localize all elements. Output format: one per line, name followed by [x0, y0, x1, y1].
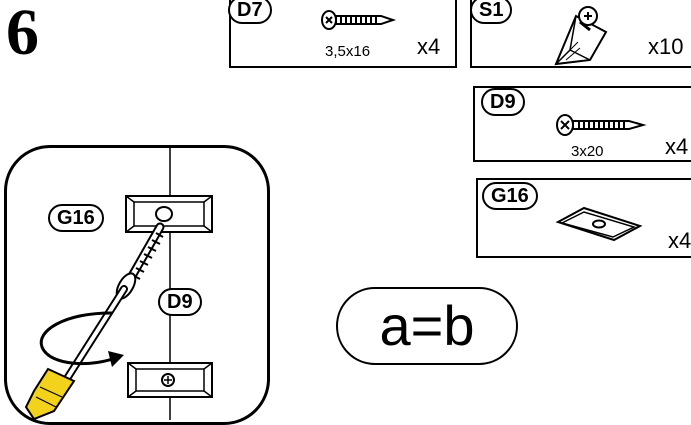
part-qty-s1: x10 — [648, 34, 684, 59]
detail-label-mid: D9 — [158, 288, 202, 316]
corner-bracket-icon — [554, 6, 608, 66]
part-qty-g16: x4 — [668, 228, 691, 253]
part-code-d9: D9 — [481, 88, 525, 116]
part-size-d7: 3,5x16 — [325, 43, 371, 60]
part-code-d7: D7 — [228, 0, 272, 24]
part-qty-d9: x4 — [665, 134, 689, 159]
part-box-d9: D9 3x20 x4 — [473, 86, 691, 162]
connector-plate-icon — [555, 206, 643, 242]
equal-distance-note: a=b — [336, 287, 518, 365]
part-box-g16: G16 x4 — [476, 178, 691, 258]
part-code-s1: S1 — [470, 0, 513, 24]
part-size-d9: 3x20 — [571, 143, 604, 160]
part-box-s1: S1 x10 — [470, 0, 691, 68]
wood-screw-icon — [556, 114, 647, 136]
part-qty-d7: x4 — [417, 34, 441, 59]
step-number: 6 — [6, 0, 39, 69]
equal-distance-text: a=b — [379, 294, 475, 357]
assembly-detail-drawing — [24, 148, 213, 421]
part-box-d7: D7 3,5x16 x4 — [228, 0, 457, 68]
wood-screw-icon — [321, 10, 397, 30]
part-code-g16: G16 — [482, 182, 538, 210]
detail-label-top: G16 — [48, 204, 104, 232]
